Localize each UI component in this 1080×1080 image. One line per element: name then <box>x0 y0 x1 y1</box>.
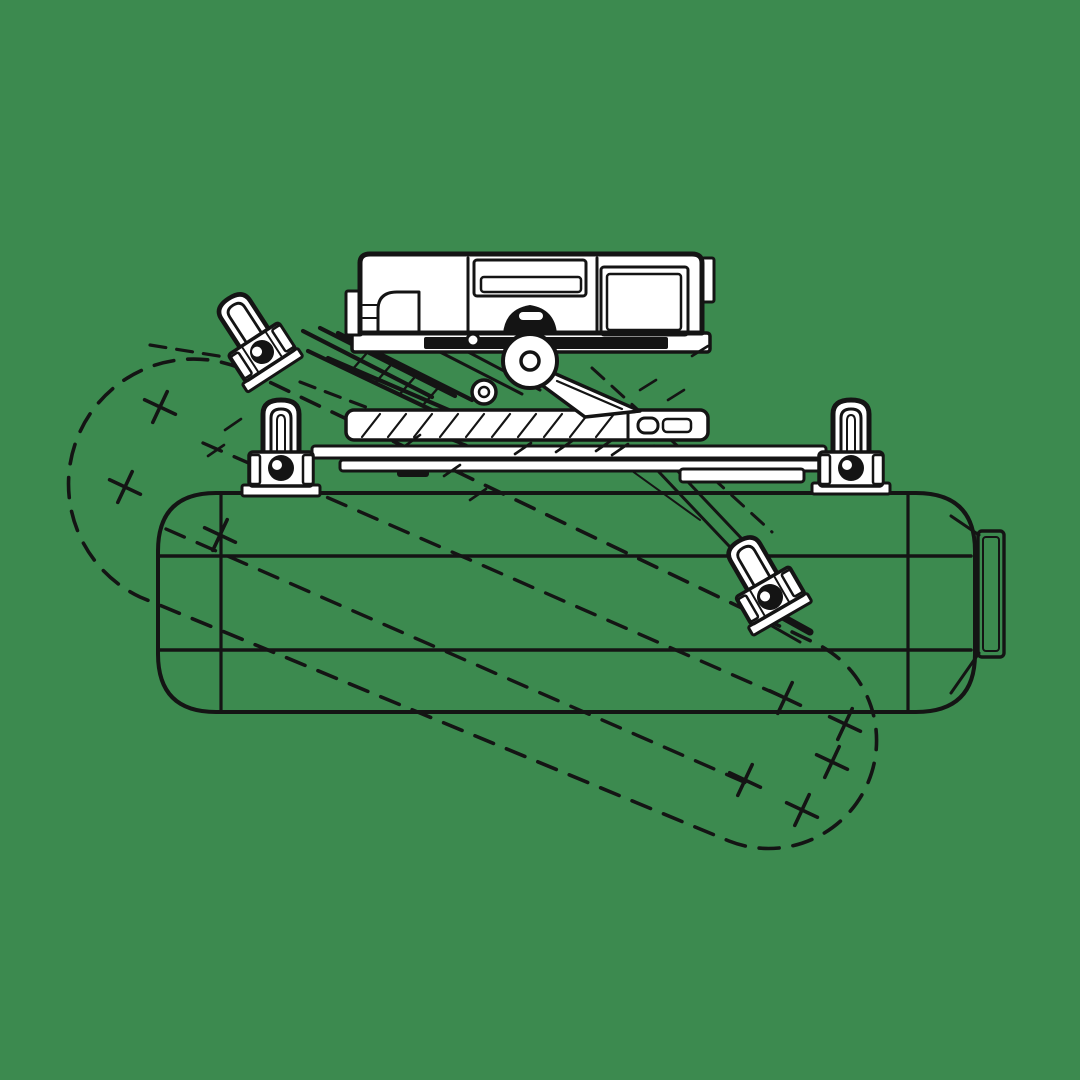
idler-circle <box>470 378 498 406</box>
tilted-right-bracket <box>726 535 813 637</box>
support-rails <box>310 369 828 484</box>
left-mount-post <box>240 397 322 498</box>
center-marks <box>107 389 863 828</box>
tilted-left-bracket <box>216 292 304 394</box>
tank-body <box>156 491 977 714</box>
phantom-body <box>66 357 879 851</box>
end-flange <box>949 514 1006 695</box>
hatch-marks <box>206 344 710 502</box>
right-mount-post <box>810 397 892 496</box>
pivot-disc <box>465 332 559 390</box>
carrier-head <box>344 251 716 354</box>
